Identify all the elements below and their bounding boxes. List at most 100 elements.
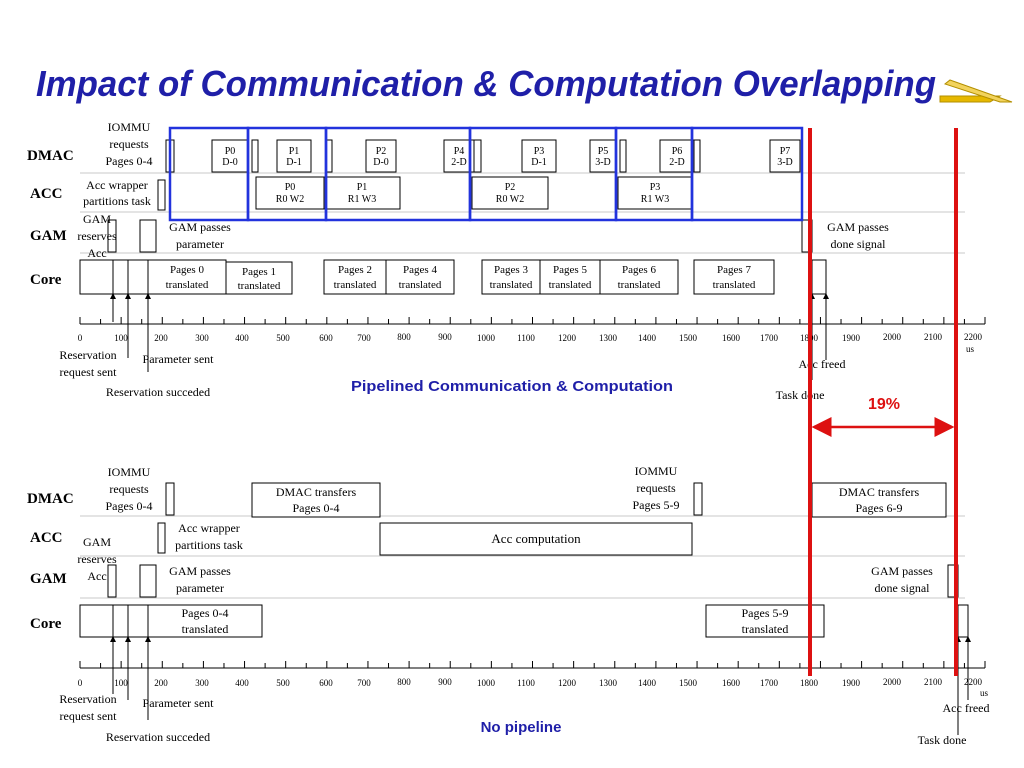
task-done-label: Task done [776, 388, 825, 402]
tick-label: 1400 [638, 333, 657, 343]
svg-text:translated: translated [618, 279, 661, 291]
svg-text:R1 W3: R1 W3 [348, 194, 376, 205]
tick-label: 900 [438, 677, 452, 687]
dmac-box-p1: P1 D-1 [276, 139, 312, 173]
pipeline-stage-groups [168, 126, 804, 222]
tick-label: 1300 [599, 333, 618, 343]
row-label-acc: ACC [30, 530, 63, 546]
svg-text:P7: P7 [780, 146, 791, 157]
no-pipeline-caption: No pipeline [481, 719, 562, 736]
svg-text:GAM passes: GAM passes [871, 564, 933, 578]
svg-text:Pages 5-9: Pages 5-9 [633, 498, 680, 512]
svg-text:Reservation: Reservation [59, 692, 116, 706]
acc-box-p1: P1 R1 W3 [323, 176, 401, 210]
tick-label: 100 [114, 678, 128, 688]
tick-label: 700 [357, 333, 371, 343]
svg-text:3-D: 3-D [777, 157, 793, 168]
row-label-core: Core [30, 272, 62, 288]
svg-text:translated: translated [334, 279, 377, 291]
svg-text:P1: P1 [357, 182, 368, 193]
svg-text:requests: requests [109, 137, 149, 151]
tick-label: 700 [357, 678, 371, 688]
svg-text:R0 W2: R0 W2 [276, 194, 304, 205]
svg-text:Pages 1: Pages 1 [242, 266, 276, 278]
svg-text:3-D: 3-D [595, 157, 611, 168]
svg-text:IOMMU: IOMMU [108, 465, 151, 479]
tick-label: 1000 [477, 333, 496, 343]
gam-passes-done-label: GAM passes done signal [871, 564, 933, 595]
tick-label: 1200 [558, 678, 577, 688]
row-label-acc: ACC [30, 186, 63, 202]
time-axis-bottom: 0 100 200 300 400 500 600 700 800 900 10… [78, 661, 988, 698]
tick-label: 1700 [760, 333, 779, 343]
tick-label: 1900 [842, 678, 861, 688]
gam-passes-parameter-label: GAM passes parameter [169, 220, 231, 251]
acc-box-p3: P3 R1 W3 [617, 176, 693, 210]
gam-reserves-label: GAM reserves Acc [77, 535, 117, 583]
svg-text:translated: translated [713, 279, 756, 291]
svg-text:Pages 0-4: Pages 0-4 [106, 154, 153, 168]
svg-text:translated: translated [166, 279, 209, 291]
tick-label: 1100 [517, 678, 535, 688]
svg-text:done signal: done signal [831, 237, 887, 251]
pipelined-diagram: DMAC ACC GAM Core P0 D-0 P1 D-1 P2 D-0 P… [27, 120, 986, 402]
core-box-pages-0-4: Pages 0-4 translated [147, 604, 263, 638]
tick-label: 300 [195, 333, 209, 343]
row-label-gam: GAM [30, 228, 67, 244]
tick-label: 2000 [883, 677, 902, 687]
tick-label: 0 [78, 678, 83, 688]
svg-text:translated: translated [399, 279, 442, 291]
svg-text:Acc wrapper: Acc wrapper [86, 178, 148, 192]
svg-text:Pages 2: Pages 2 [338, 264, 372, 276]
svg-text:GAM passes: GAM passes [169, 564, 231, 578]
svg-text:Pages 6-9: Pages 6-9 [856, 501, 903, 515]
core-box-pages-2: Pages 2 translated [323, 259, 387, 295]
dmac-transfer-box-1: DMAC transfers Pages 0-4 [251, 482, 381, 518]
tick-label: 600 [319, 678, 333, 688]
tick-label: 200 [154, 333, 168, 343]
svg-text:P2: P2 [376, 146, 387, 157]
reservation-request-sent-label: Reservation request sent [59, 692, 117, 723]
row-label-dmac: DMAC [27, 148, 74, 164]
acc-freed-label: Acc freed [943, 701, 990, 715]
svg-text:request sent: request sent [60, 709, 118, 723]
tick-label: 1800 [800, 678, 819, 688]
acc-wrapper-label: Acc wrapper partitions task [83, 178, 151, 208]
svg-text:partitions task: partitions task [175, 538, 243, 552]
tick-label: 300 [195, 678, 209, 688]
tick-label: 0 [78, 333, 83, 343]
svg-text:IOMMU: IOMMU [635, 464, 678, 478]
tick-label: 2200 [964, 332, 983, 342]
svg-text:D-0: D-0 [222, 157, 238, 168]
time-axis-top: 0 100 200 300 400 500 600 700 800 900 10… [78, 317, 986, 354]
tick-label: 600 [319, 333, 333, 343]
tick-label: 1500 [679, 333, 698, 343]
acc-freed-label: Acc freed [799, 357, 846, 371]
svg-text:P3: P3 [534, 146, 545, 157]
svg-text:translated: translated [549, 279, 592, 291]
parameter-sent-label: Parameter sent [143, 352, 215, 366]
svg-text:D-1: D-1 [531, 157, 547, 168]
svg-text:Acc computation: Acc computation [491, 531, 581, 546]
core-box-pages-0: Pages 0 translated [147, 259, 227, 295]
svg-text:GAM: GAM [83, 212, 111, 226]
tick-label: 1200 [558, 333, 577, 343]
svg-text:GAM passes: GAM passes [169, 220, 231, 234]
svg-text:Acc: Acc [87, 569, 106, 583]
iommu-label: IOMMU requests Pages 0-4 [106, 120, 153, 168]
svg-text:reserves: reserves [77, 229, 117, 243]
svg-text:P3: P3 [650, 182, 661, 193]
svg-text:Pages 3: Pages 3 [494, 264, 528, 276]
svg-text:2-D: 2-D [669, 157, 685, 168]
svg-text:Acc: Acc [87, 246, 106, 260]
tick-label: 1100 [517, 333, 535, 343]
tick-label: 2100 [924, 677, 943, 687]
core-box-pages-5-9: Pages 5-9 translated [705, 604, 825, 638]
svg-text:R0 W2: R0 W2 [496, 194, 524, 205]
svg-text:requests: requests [109, 482, 149, 496]
dmac-box-p6: P6 2-D [659, 139, 695, 173]
reservation-succeded-label: Reservation succeded [106, 385, 210, 399]
no-pipeline-diagram: DMAC ACC GAM Core IOMMU requests Pages 0… [27, 464, 989, 747]
svg-text:parameter: parameter [176, 581, 224, 595]
svg-text:partitions task: partitions task [83, 194, 151, 208]
